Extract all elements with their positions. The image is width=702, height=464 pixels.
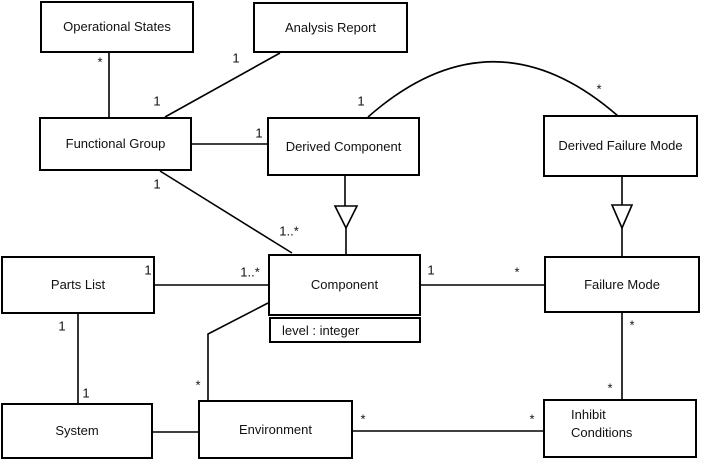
multiplicity-label: * bbox=[97, 54, 103, 70]
class-name: Failure Mode bbox=[584, 276, 660, 292]
attribute-label: level : integer bbox=[282, 322, 360, 338]
multiplicity-label: 1..* bbox=[240, 264, 260, 280]
class-name: Derived Component bbox=[285, 138, 402, 154]
multiplicity-label: 1 bbox=[82, 385, 90, 401]
class-operational-states: Operational States bbox=[40, 1, 194, 53]
multiplicity-label: 1 bbox=[144, 262, 152, 278]
class-name: Operational States bbox=[63, 19, 171, 34]
class-system: System bbox=[1, 403, 153, 459]
multiplicity-label: 1 bbox=[427, 262, 435, 278]
multiplicity-label: * bbox=[629, 317, 635, 333]
class-name: Environment bbox=[239, 421, 312, 437]
class-derived-failure-mode: Derived Failure Mode bbox=[543, 115, 698, 177]
association-functional-group-component bbox=[159, 170, 293, 254]
multiplicity-label: 1 bbox=[255, 125, 263, 141]
class-parts-list: Parts List bbox=[1, 256, 155, 314]
class-name: Analysis Report bbox=[284, 19, 377, 35]
class-name: System bbox=[55, 423, 99, 438]
association-derived-component-derived-failure-mode bbox=[367, 60, 619, 118]
multiplicity-label: * bbox=[360, 411, 366, 427]
class-name: Functional Group bbox=[65, 136, 166, 151]
class-derived-component: Derived Component bbox=[267, 117, 420, 176]
association-analysis-report-functional-group bbox=[164, 52, 281, 118]
class-failure-mode: Failure Mode bbox=[544, 256, 700, 313]
multiplicity-label: 1 bbox=[153, 93, 161, 109]
class-name: Inhibit Conditions bbox=[571, 407, 633, 440]
multiplicity-label: 1 bbox=[58, 318, 66, 334]
generalization-arrow-derived-component-icon bbox=[333, 205, 359, 230]
class-functional-group: Functional Group bbox=[39, 117, 192, 171]
multiplicity-label: * bbox=[195, 377, 201, 393]
multiplicity-label: * bbox=[529, 411, 535, 427]
multiplicity-label: 1 bbox=[153, 176, 161, 192]
class-inhibit-conditions: Inhibit Conditions bbox=[543, 399, 697, 458]
association-component-environment bbox=[207, 302, 269, 400]
multiplicity-label: 1..* bbox=[279, 223, 299, 239]
multiplicity-label: 1 bbox=[357, 93, 365, 109]
generalization-arrow-derived-failure-mode-icon bbox=[610, 204, 634, 231]
multiplicity-label: 1 bbox=[232, 50, 240, 66]
class-analysis-report: Analysis Report bbox=[253, 2, 408, 53]
multiplicity-label: * bbox=[514, 264, 520, 280]
multiplicity-label: * bbox=[607, 380, 613, 396]
class-name: Parts List bbox=[50, 277, 106, 292]
class-name: Derived Failure Mode bbox=[558, 138, 683, 153]
multiplicity-label: * bbox=[596, 81, 602, 97]
class-component: Component bbox=[268, 254, 421, 316]
class-environment: Environment bbox=[198, 400, 353, 459]
class-component-attributes: level : integer bbox=[269, 317, 421, 343]
class-name: Component bbox=[310, 277, 379, 292]
